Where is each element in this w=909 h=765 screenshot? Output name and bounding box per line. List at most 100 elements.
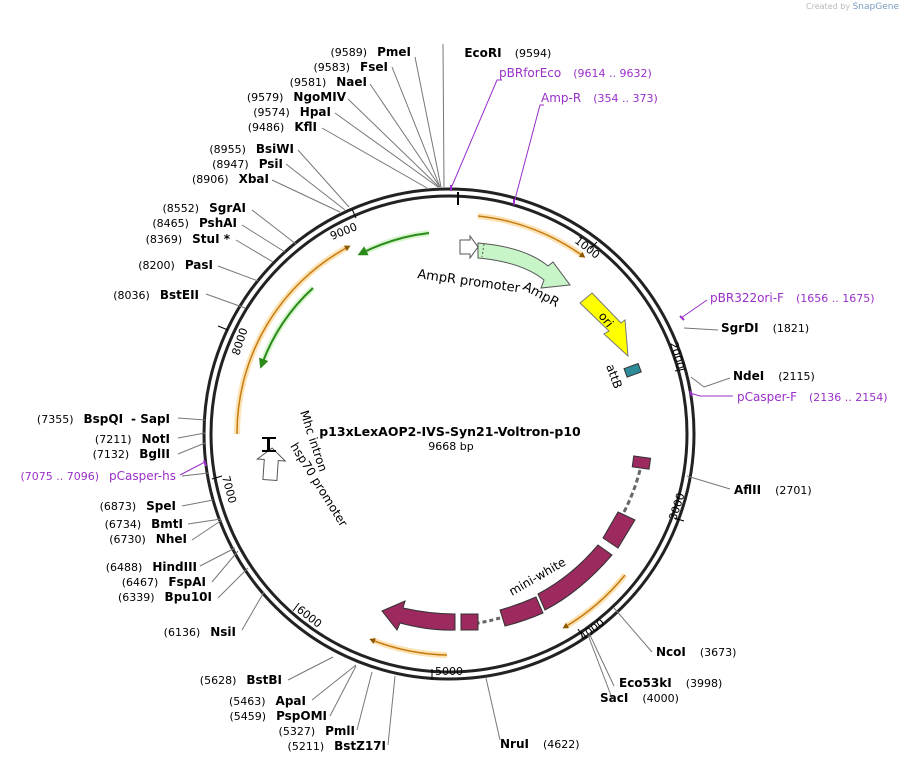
enzyme-pos: (2115) [778, 370, 815, 383]
enzyme-apai[interactable]: (5463)ApaI [229, 694, 306, 708]
enzyme-aflii[interactable]: AflII(2701) [734, 483, 812, 497]
right-enzyme-labels: SgrDI(1821) NdeI (2115) AflII(2701) NcoI(… [500, 321, 815, 751]
ampr-promoter-arrow [459, 234, 479, 260]
enzyme-ecori[interactable]: EcoRI [464, 46, 501, 60]
snapgene-logo: SnapGene [852, 2, 899, 12]
enzyme-pos: (9583) [313, 61, 350, 74]
primer-name: Amp-R [541, 91, 581, 105]
primer-ampr[interactable]: Amp-R(354 .. 373) [541, 91, 658, 105]
enzyme-sgrdi[interactable]: SgrDI(1821) [721, 321, 809, 335]
enzyme-pos: (9589) [331, 46, 368, 59]
enzyme-bpu10i[interactable]: (6339)Bpu10I [118, 590, 212, 604]
enzyme-name: PsiI [259, 157, 283, 171]
enzyme-ngomiv[interactable]: (9579)NgoMIV [247, 90, 347, 104]
mini-white-seg-1 [631, 455, 652, 470]
enzyme-pmli[interactable]: (5327)PmlI [279, 724, 355, 738]
orf-arc-2-line [562, 574, 626, 629]
enzyme-pos: (9574) [253, 106, 290, 119]
enzyme-pmei[interactable]: (9589)PmeI [331, 45, 411, 59]
orf-arc-1-line [477, 215, 586, 258]
ori-arrow [579, 292, 629, 358]
snapgene-watermark: Created by SnapGene [806, 2, 899, 12]
primer-pbr322ori-f[interactable]: pBR322ori-F(1656 .. 1675) [710, 291, 875, 305]
enzyme-xbai[interactable]: (8906)XbaI [192, 172, 269, 186]
orf-arc-4 [233, 244, 350, 435]
enzyme-pos: (8947) [212, 158, 249, 171]
ampr-arrow [477, 242, 571, 289]
hsp70-promoter-arrow [255, 447, 287, 481]
enzyme-name: SacI [600, 691, 628, 705]
enzyme-stui[interactable]: (8369)StuI * [146, 232, 231, 246]
enzyme-pos: (5463) [229, 695, 266, 708]
enzyme-pos: (3998) [686, 677, 723, 690]
enzyme-nrui[interactable]: NruI(4622) [500, 737, 580, 751]
enzyme-spei[interactable]: (6873)SpeI [100, 499, 176, 513]
primer-pcasper-f[interactable]: pCasper-F(2136 .. 2154) [737, 390, 888, 404]
enzyme-bstz17i[interactable]: (5211)BstZ17I [288, 739, 386, 753]
left-leaders [177, 43, 445, 746]
enzyme-name: BstBI [246, 673, 282, 687]
enzyme-nsii[interactable]: (6136) NsiI [164, 625, 236, 639]
enzyme-hpai[interactable]: (9574)HpaI [253, 105, 331, 119]
enzyme-pspomi[interactable]: (5459)PspOMI [229, 709, 327, 723]
tick-label-9000: 9000 [328, 220, 359, 243]
enzyme-bspqi[interactable]: (7355)BspQI- SapI [37, 412, 170, 426]
enzyme-pos: (8200) [138, 259, 175, 272]
enzyme-nhei[interactable]: (6730)NheI [109, 532, 187, 546]
enzyme-pos: (3673) [700, 646, 737, 659]
enzyme-pasi[interactable]: (8200)PasI [138, 258, 213, 272]
enzyme-name: BsiWI [256, 142, 294, 156]
primer-pcasper-hs[interactable]: (7075 .. 7096)pCasper-hs [20, 469, 176, 483]
enzyme-pos: (4000) [642, 692, 679, 705]
enzyme-bsiwi[interactable]: (8955)BsiWI [209, 142, 294, 156]
enzyme-pos: (7132) [93, 448, 130, 461]
enzyme-name: FseI [360, 60, 388, 74]
enzyme-eco53ki[interactable]: Eco53kI(3998) [619, 676, 722, 690]
enzyme-ndei[interactable]: NdeI (2115) [733, 369, 815, 383]
enzyme-pos: (6339) [118, 591, 155, 604]
enzyme-name: NotI [142, 432, 171, 446]
enzyme-ncoi[interactable]: NcoI(3673) [656, 645, 736, 659]
primer-name: pCasper-F [737, 390, 797, 404]
enzyme-name: BmtI [151, 517, 183, 531]
enzyme-pos: (5459) [229, 710, 266, 723]
enzyme-name: NsiI [210, 625, 236, 639]
enzyme-kfli[interactable]: (9486)KflI [248, 120, 317, 134]
tick-2000: 2000 [667, 340, 687, 372]
enzyme-pshai[interactable]: (8465)PshAI [152, 216, 237, 230]
enzyme-psii[interactable]: (8947) PsiI [212, 157, 283, 171]
enzyme-pos: (6488) [106, 561, 143, 574]
mini-white-seg-3 [537, 544, 613, 611]
enzyme-pos: (6136) [164, 626, 201, 639]
enzyme-name: BstEII [160, 288, 199, 302]
watermark-prefix: Created by [806, 2, 851, 11]
enzyme-bglii[interactable]: (7132)BglII [93, 447, 170, 461]
enzyme-naei[interactable]: (9581)NaeI [290, 75, 367, 89]
enzyme-name: SgrAI [209, 201, 246, 215]
enzyme-pos: (7355) [37, 413, 74, 426]
enzyme-name: BstZ17I [334, 739, 386, 753]
enzyme-name: NgoMIV [293, 90, 346, 104]
enzyme-hindiii[interactable]: (6488)HindIII [106, 560, 197, 574]
enzyme-bmti[interactable]: (6734) BmtI [105, 517, 183, 531]
enzyme-name: SgrDI [721, 321, 759, 335]
enzyme-name: NdeI [733, 369, 764, 383]
enzyme-sgrai[interactable]: (8552)SgrAI [163, 201, 246, 215]
enzyme-pos: (8369) [146, 233, 183, 246]
primer-leaders [179, 79, 733, 476]
enzyme-bstbi[interactable]: (5628)BstBI [200, 673, 282, 687]
enzyme-bsteii[interactable]: (8036)BstEII [113, 288, 199, 302]
enzyme-pos: (6734) [105, 518, 142, 531]
enzyme-saci[interactable]: SacI (4000) [600, 691, 679, 705]
enzyme-fsei[interactable]: (9583) FseI [313, 60, 388, 74]
enzyme-ecori-pos: (9594) [515, 47, 552, 60]
enzyme-noti[interactable]: (7211)NotI [95, 432, 170, 446]
mini-white-dashed-2 [477, 616, 501, 625]
primer-pbrforeco[interactable]: pBRforEco(9614 .. 9632) [499, 66, 652, 80]
mhc-intron-box [267, 438, 270, 452]
primer-tick-pbr322ori [679, 315, 685, 321]
enzyme-name: KflI [294, 120, 317, 134]
enzyme-fspai[interactable]: (6467)FspAI [122, 575, 206, 589]
enzyme-pos: (6873) [100, 500, 137, 513]
